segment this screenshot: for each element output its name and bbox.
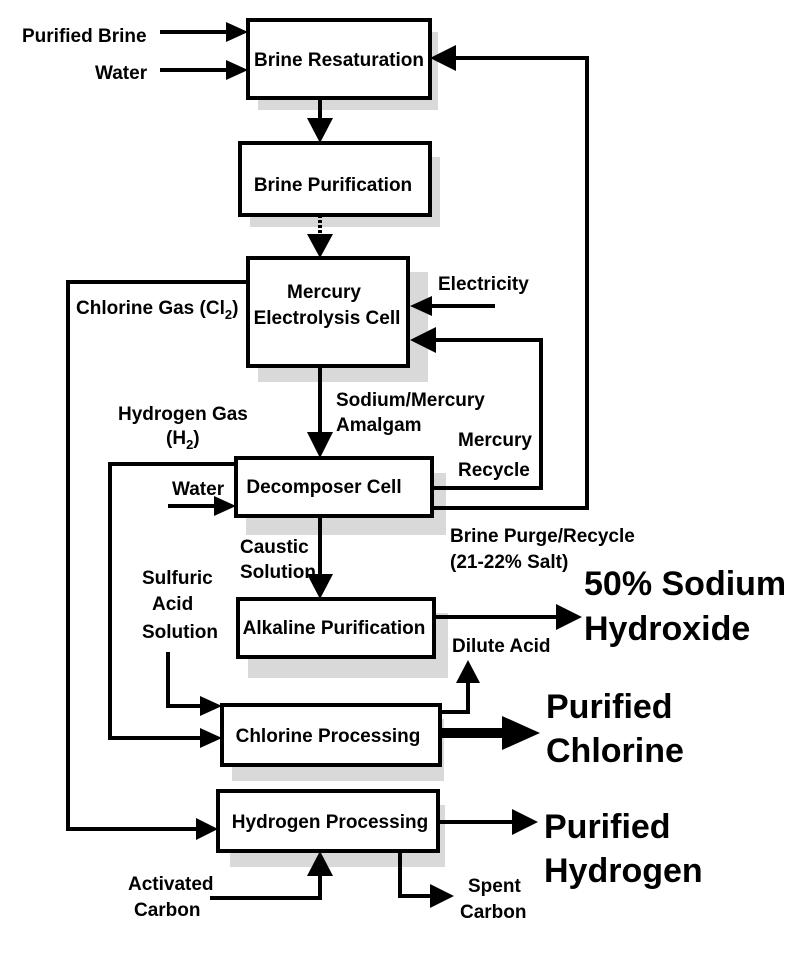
chlorine-gas-sub: 2: [225, 307, 232, 322]
water-decomposer-label: Water: [172, 479, 225, 500]
chlorine-gas-label: Chlorine Gas (Cl2): [76, 298, 238, 322]
sodium-hydroxide-label-2: Hydroxide: [584, 610, 750, 648]
mercury-cell-label-2: Electrolysis Cell: [254, 308, 401, 329]
mercury-recycle-label-2: Recycle: [458, 460, 530, 481]
spent-carbon-label-1: Spent: [468, 876, 521, 897]
mercury-recycle-label-1: Mercury: [458, 430, 532, 451]
brine-purification-label: Brine Purification: [254, 175, 412, 196]
purified-brine-label: Purified Brine: [22, 26, 147, 47]
brine-resaturation-box: [246, 18, 432, 100]
amalgam-label-1: Sodium/Mercury: [336, 390, 485, 411]
hydrogen-processing-label: Hydrogen Processing: [232, 812, 428, 833]
purified-hydrogen-label-2: Hydrogen: [544, 852, 703, 890]
sulfuric-label-2: Acid: [152, 594, 193, 615]
chlorine-processing-box: [220, 703, 442, 767]
spent-carbon-label-2: Carbon: [460, 902, 527, 923]
decomposer-cell-label: Decomposer Cell: [246, 477, 401, 498]
electricity-label: Electricity: [438, 274, 529, 295]
mercury-cell-label-1: Mercury: [287, 282, 361, 303]
hydrogen-gas-text: (H: [166, 428, 186, 449]
brine-purification-box: [238, 141, 432, 217]
chlorine-gas-text: Chlorine Gas (Cl: [76, 298, 225, 319]
caustic-label-1: Caustic: [240, 537, 309, 558]
purified-hydrogen-label-1: Purified: [544, 808, 671, 846]
water-top-label: Water: [95, 63, 148, 84]
purified-chlorine-label-2: Chlorine: [546, 732, 684, 770]
activated-carbon-label-2: Carbon: [134, 900, 201, 921]
chlorine-processing-label: Chlorine Processing: [236, 726, 421, 747]
caustic-label-2: Solution: [240, 562, 316, 583]
hydrogen-gas-label-2: (H2): [166, 428, 200, 452]
brine-purge-label-2: (21-22% Salt): [450, 552, 568, 573]
hydrogen-gas-sub: 2: [186, 437, 193, 452]
mercury-cell-box: [246, 256, 410, 368]
sodium-hydroxide-label-1: 50% Sodium: [584, 565, 786, 603]
activated-carbon-label-1: Activated: [128, 874, 214, 895]
alkaline-purification-box: [236, 597, 436, 659]
amalgam-label-2: Amalgam: [336, 415, 422, 436]
brine-resaturation-label: Brine Resaturation: [254, 50, 424, 71]
chlorine-gas-close: ): [232, 298, 238, 319]
alkaline-purification-label: Alkaline Purification: [243, 618, 426, 639]
decomposer-cell-box: [234, 456, 434, 518]
hydrogen-gas-close: ): [193, 428, 199, 449]
purified-chlorine-label-1: Purified: [546, 688, 673, 726]
hydrogen-gas-label-1: Hydrogen Gas: [118, 404, 248, 425]
dilute-acid-label: Dilute Acid: [452, 636, 551, 657]
brine-purge-label-1: Brine Purge/Recycle: [450, 526, 635, 547]
sulfuric-label-3: Solution: [142, 622, 218, 643]
sulfuric-label-1: Sulfuric: [142, 568, 213, 589]
